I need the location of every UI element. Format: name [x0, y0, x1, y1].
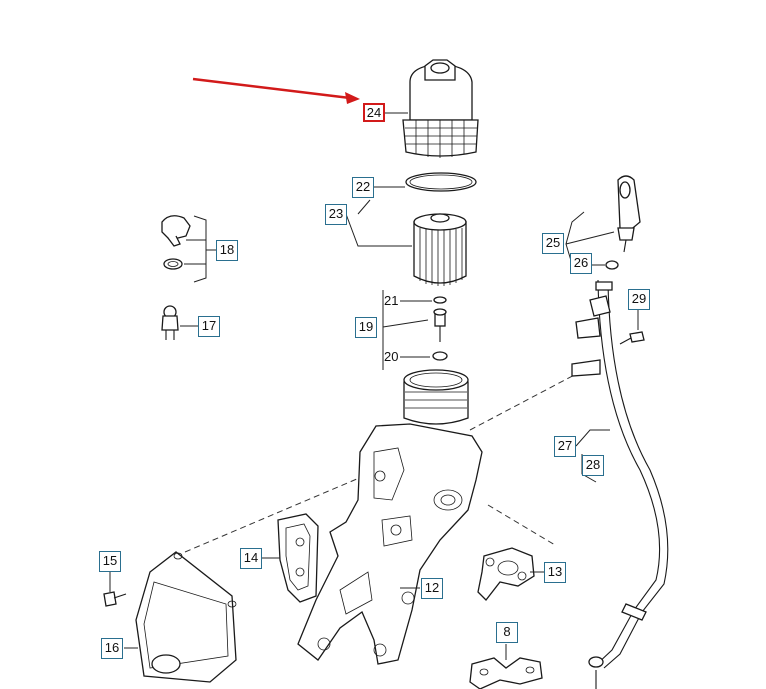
leader-19-21-20	[382, 290, 432, 370]
callout-18: 18	[216, 240, 238, 261]
bracket-8-part	[469, 657, 543, 689]
callout-12: 12	[421, 578, 443, 599]
callout-8: 8	[496, 622, 518, 643]
dipstick-tube-part	[571, 279, 669, 669]
bolt-15-part	[103, 591, 127, 607]
pressure-switch-part	[161, 215, 191, 270]
callout-17: 17	[198, 316, 220, 337]
o-ring-part	[405, 172, 477, 192]
filter-housing-part	[297, 369, 483, 665]
callout-27: 27	[554, 436, 576, 457]
callout-19: 19	[355, 317, 377, 338]
leader-23	[345, 199, 412, 247]
filter-cap-part	[402, 59, 479, 158]
red-pointer-arrow	[192, 77, 360, 104]
callout-25: 25	[542, 233, 564, 254]
callout-13: 13	[544, 562, 566, 583]
leader-27	[575, 429, 610, 447]
gasket-13-part	[477, 547, 535, 601]
tube-seal-part	[588, 656, 604, 668]
seal-20-part	[432, 351, 448, 361]
oil-cooler-part	[135, 551, 237, 683]
callout-16: 16	[101, 638, 123, 659]
dipstick-handle-part	[617, 175, 641, 253]
callout-28: 28	[582, 455, 604, 476]
seal-21-part	[433, 296, 447, 304]
callout-15: 15	[99, 551, 121, 572]
callout-23: 23	[325, 204, 347, 225]
callout-22: 22	[352, 177, 374, 198]
callout-14: 14	[240, 548, 262, 569]
sensor-part	[161, 305, 179, 340]
label-20: 20	[384, 349, 399, 364]
valve-19-part	[433, 308, 447, 342]
gasket-14-part	[277, 513, 319, 603]
filter-element-part	[413, 213, 467, 286]
callout-26: 26	[570, 253, 592, 274]
bolt-29-part	[619, 331, 645, 345]
callout-24-highlighted: 24	[363, 103, 385, 122]
seal-26-part	[605, 260, 619, 270]
leader-18	[184, 215, 218, 283]
alignment-lines	[184, 371, 581, 553]
label-21: 21	[384, 293, 399, 308]
callout-29: 29	[628, 289, 650, 310]
